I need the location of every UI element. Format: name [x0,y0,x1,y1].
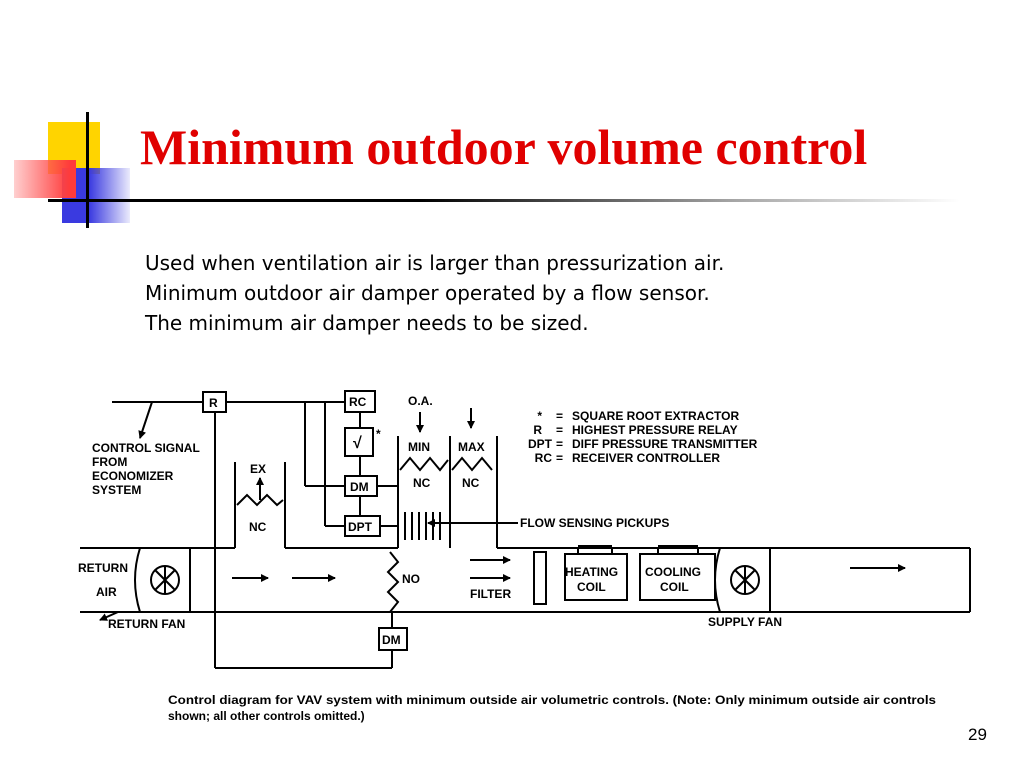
nc-max-label: NC [462,476,480,490]
control-diagram: CONTROL SIGNAL FROM ECONOMIZER SYSTEM R … [78,390,971,723]
return-air-label: RETURN [78,561,128,575]
deco-horizontal-line [48,199,60,202]
legend-value: HIGHEST PRESSURE RELAY [572,423,738,437]
dm-label: DM [350,480,369,494]
return-air-pointer [99,611,119,621]
nc-ex-label: NC [249,520,267,534]
bullet-item: The minimum air damper needs to be sized… [145,311,589,335]
filter-label: FILTER [470,587,511,601]
legend-key: R [533,423,542,437]
min-label: MIN [408,440,430,454]
title-underline [60,199,960,202]
control-signal-label: FROM [92,455,127,469]
control-signal-label: CONTROL SIGNAL [92,441,200,455]
star-label: * [376,427,381,441]
return-fan-housing [134,547,191,613]
legend-value: RECEIVER CONTROLLER [572,451,720,465]
page-number: 29 [968,725,987,744]
filter [533,551,547,605]
deco-red-square [14,160,76,198]
deco-vertical-line [86,112,89,228]
return-fan-label: RETURN FAN [108,617,185,631]
legend-key: DPT [528,437,553,451]
dpt-label: DPT [348,520,373,534]
max-label: MAX [458,440,485,454]
legend-value: SQUARE ROOT EXTRACTOR [572,409,739,423]
return-air-label: AIR [96,585,117,599]
slide-title: Minimum outdoor volume control [140,119,868,175]
diagram-caption: shown; all other controls omitted.) [168,709,365,723]
flow-sensing-label: FLOW SENSING PICKUPS [520,516,669,530]
dm-bottom-box [378,627,408,651]
heating-coil-label: COIL [577,580,606,594]
sqrt-label: √ [353,435,362,452]
ex-damper [236,493,284,507]
ex-label: EX [250,462,266,476]
cooling-coil-label: COOLING [645,565,701,579]
legend-eq: = [556,437,563,451]
legend-eq: = [556,451,563,465]
bullet-item: Used when ventilation air is larger than… [145,251,725,275]
heating-coil [564,553,628,601]
control-signal-label: ECONOMIZER [92,469,174,483]
no-label: NO [402,572,420,586]
nc-min-label: NC [413,476,431,490]
bullet-list: Used when ventilation air is larger than… [145,248,724,338]
legend-eq: = [556,423,563,437]
legend-eq: = [556,409,563,423]
cooling-coil-label: COIL [660,580,689,594]
heating-coil-label: HEATING [565,565,618,579]
oa-label: O.A. [408,394,433,408]
supply-fan-housing [714,547,771,613]
control-signal-pointer [138,401,153,439]
max-damper [451,456,493,472]
no-damper [386,551,400,613]
rc-label: RC [349,395,367,409]
min-damper [399,456,449,472]
legend-key: * [537,409,542,423]
supply-fan-label: SUPPLY FAN [708,615,782,629]
bullet-item: Minimum outdoor air damper operated by a… [145,281,710,305]
legend-key: RC [535,451,553,465]
diagram-caption: Control diagram for VAV system with mini… [168,693,936,707]
dm-bottom-label: DM [382,633,401,647]
cooling-coil [639,553,716,601]
legend-value: DIFF PRESSURE TRANSMITTER [572,437,758,451]
control-signal-label: SYSTEM [92,483,141,497]
r-label: R [209,396,218,410]
